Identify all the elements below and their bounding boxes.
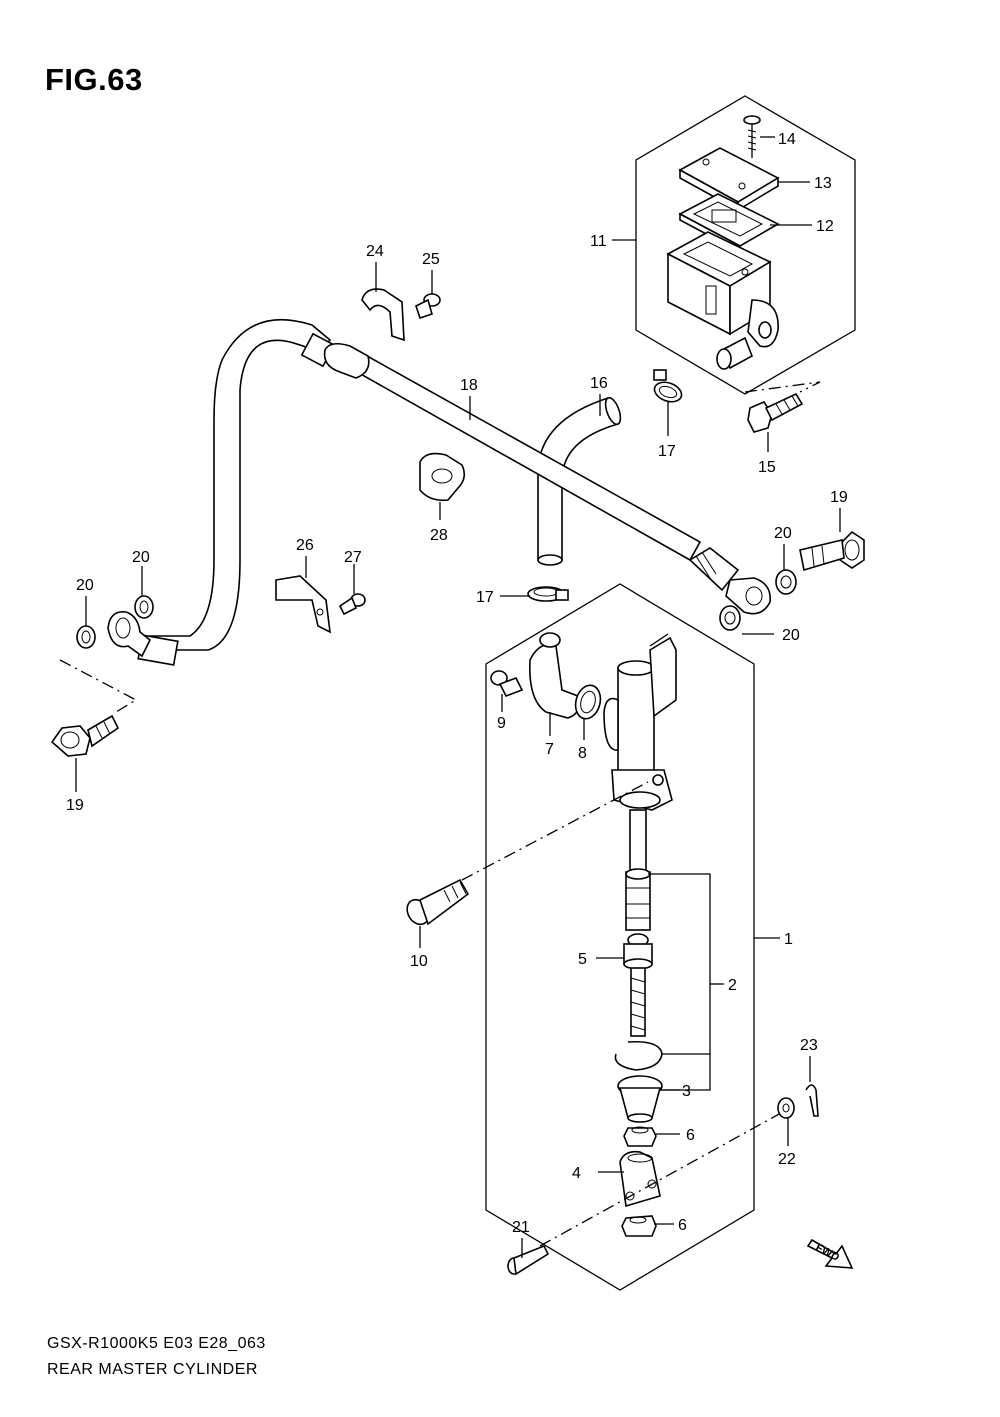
brake-hose-18 (107, 318, 771, 666)
callout-13: 13 (814, 175, 832, 192)
bolt-15 (747, 392, 804, 433)
reservoir-body (666, 231, 779, 370)
screw-27 (338, 593, 366, 616)
callout-18: 18 (460, 377, 478, 394)
callout-23: 23 (800, 1037, 818, 1054)
nut-6-upper (623, 1126, 657, 1147)
figure-title: FIG.63 (45, 62, 143, 97)
callout-15: 15 (758, 459, 776, 476)
boot-3 (617, 1075, 663, 1123)
callout-17-upper: 17 (658, 443, 676, 460)
nut-6-lower (621, 1215, 657, 1237)
master-cylinder-body (603, 633, 677, 811)
callout-19-left: 19 (66, 797, 84, 814)
clevis-4 (619, 1150, 661, 1208)
washer-20-c (775, 569, 797, 595)
callout-14: 14 (778, 131, 796, 148)
master-cylinder-group (461, 583, 791, 1291)
callout-19-right: 19 (830, 489, 848, 506)
callout-17-lower: 17 (476, 589, 494, 606)
circlip (614, 1040, 663, 1071)
callout-20-b: 20 (132, 549, 150, 566)
callout-5: 5 (578, 951, 587, 968)
callout-4: 4 (572, 1165, 581, 1182)
callout-labels: 14 13 12 11 15 16 17 17 18 19 19 20 20 2… (66, 131, 848, 1236)
callout-25: 25 (422, 251, 440, 268)
washer-20-b (134, 595, 154, 619)
reservoir-hose-16 (537, 396, 622, 566)
callout-11: 11 (590, 233, 607, 250)
callout-24: 24 (366, 243, 384, 260)
screw-14 (743, 115, 761, 158)
hose-clamp-17-upper (653, 369, 683, 403)
cotter-pin-23 (805, 1084, 819, 1117)
callout-6-lower: 6 (678, 1217, 687, 1234)
callout-21: 21 (512, 1219, 530, 1236)
fwd-arrow-icon: FWD (806, 1238, 854, 1269)
callout-1: 1 (784, 931, 793, 948)
piston-2 (625, 868, 651, 931)
o-ring-8 (574, 684, 602, 720)
pin-21 (507, 1244, 550, 1276)
hose-connector-7 (529, 632, 581, 719)
callout-9-label: 9 (497, 715, 506, 732)
piston-spring (629, 809, 647, 871)
screw-25 (415, 293, 441, 320)
reservoir-assembly-group (635, 95, 856, 433)
callout-10-label: 10 (410, 953, 428, 970)
hose-bracket-26 (275, 575, 331, 634)
callout-3: 3 (682, 1083, 691, 1100)
washer-20-a (76, 625, 96, 649)
push-rod-5 (623, 933, 653, 1037)
callout-2: 2 (728, 977, 737, 994)
callout-12: 12 (816, 218, 834, 235)
part-group-name: REAR MASTER CYLINDER (47, 1361, 258, 1378)
washer-20-d (719, 605, 741, 631)
hose-clamp-28 (419, 452, 466, 502)
callout-7: 7 (545, 741, 554, 758)
screw-9 (490, 670, 524, 698)
callout-20-c: 20 (774, 525, 792, 542)
washer-22 (777, 1097, 795, 1119)
callout-8: 8 (578, 745, 587, 762)
callout-22: 22 (778, 1151, 796, 1168)
model-code: GSX-R1000K5 E03 E28_063 (47, 1335, 266, 1352)
callout-28: 28 (430, 527, 448, 544)
callout-6-upper: 6 (686, 1127, 695, 1144)
union-bolt-19-right (799, 530, 865, 572)
callout-27: 27 (344, 549, 362, 566)
callout-26: 26 (296, 537, 314, 554)
hose-clamp-24 (361, 288, 405, 342)
hose-clamp-17-lower (527, 586, 569, 602)
callout-20-a: 20 (76, 577, 94, 594)
callout-16: 16 (590, 375, 608, 392)
callout-20-d: 20 (782, 627, 800, 644)
bolt-10 (406, 878, 470, 926)
leader-lines (75, 136, 841, 1258)
fwd-label: FWD (813, 1242, 841, 1264)
union-bolt-19-left (50, 714, 120, 757)
